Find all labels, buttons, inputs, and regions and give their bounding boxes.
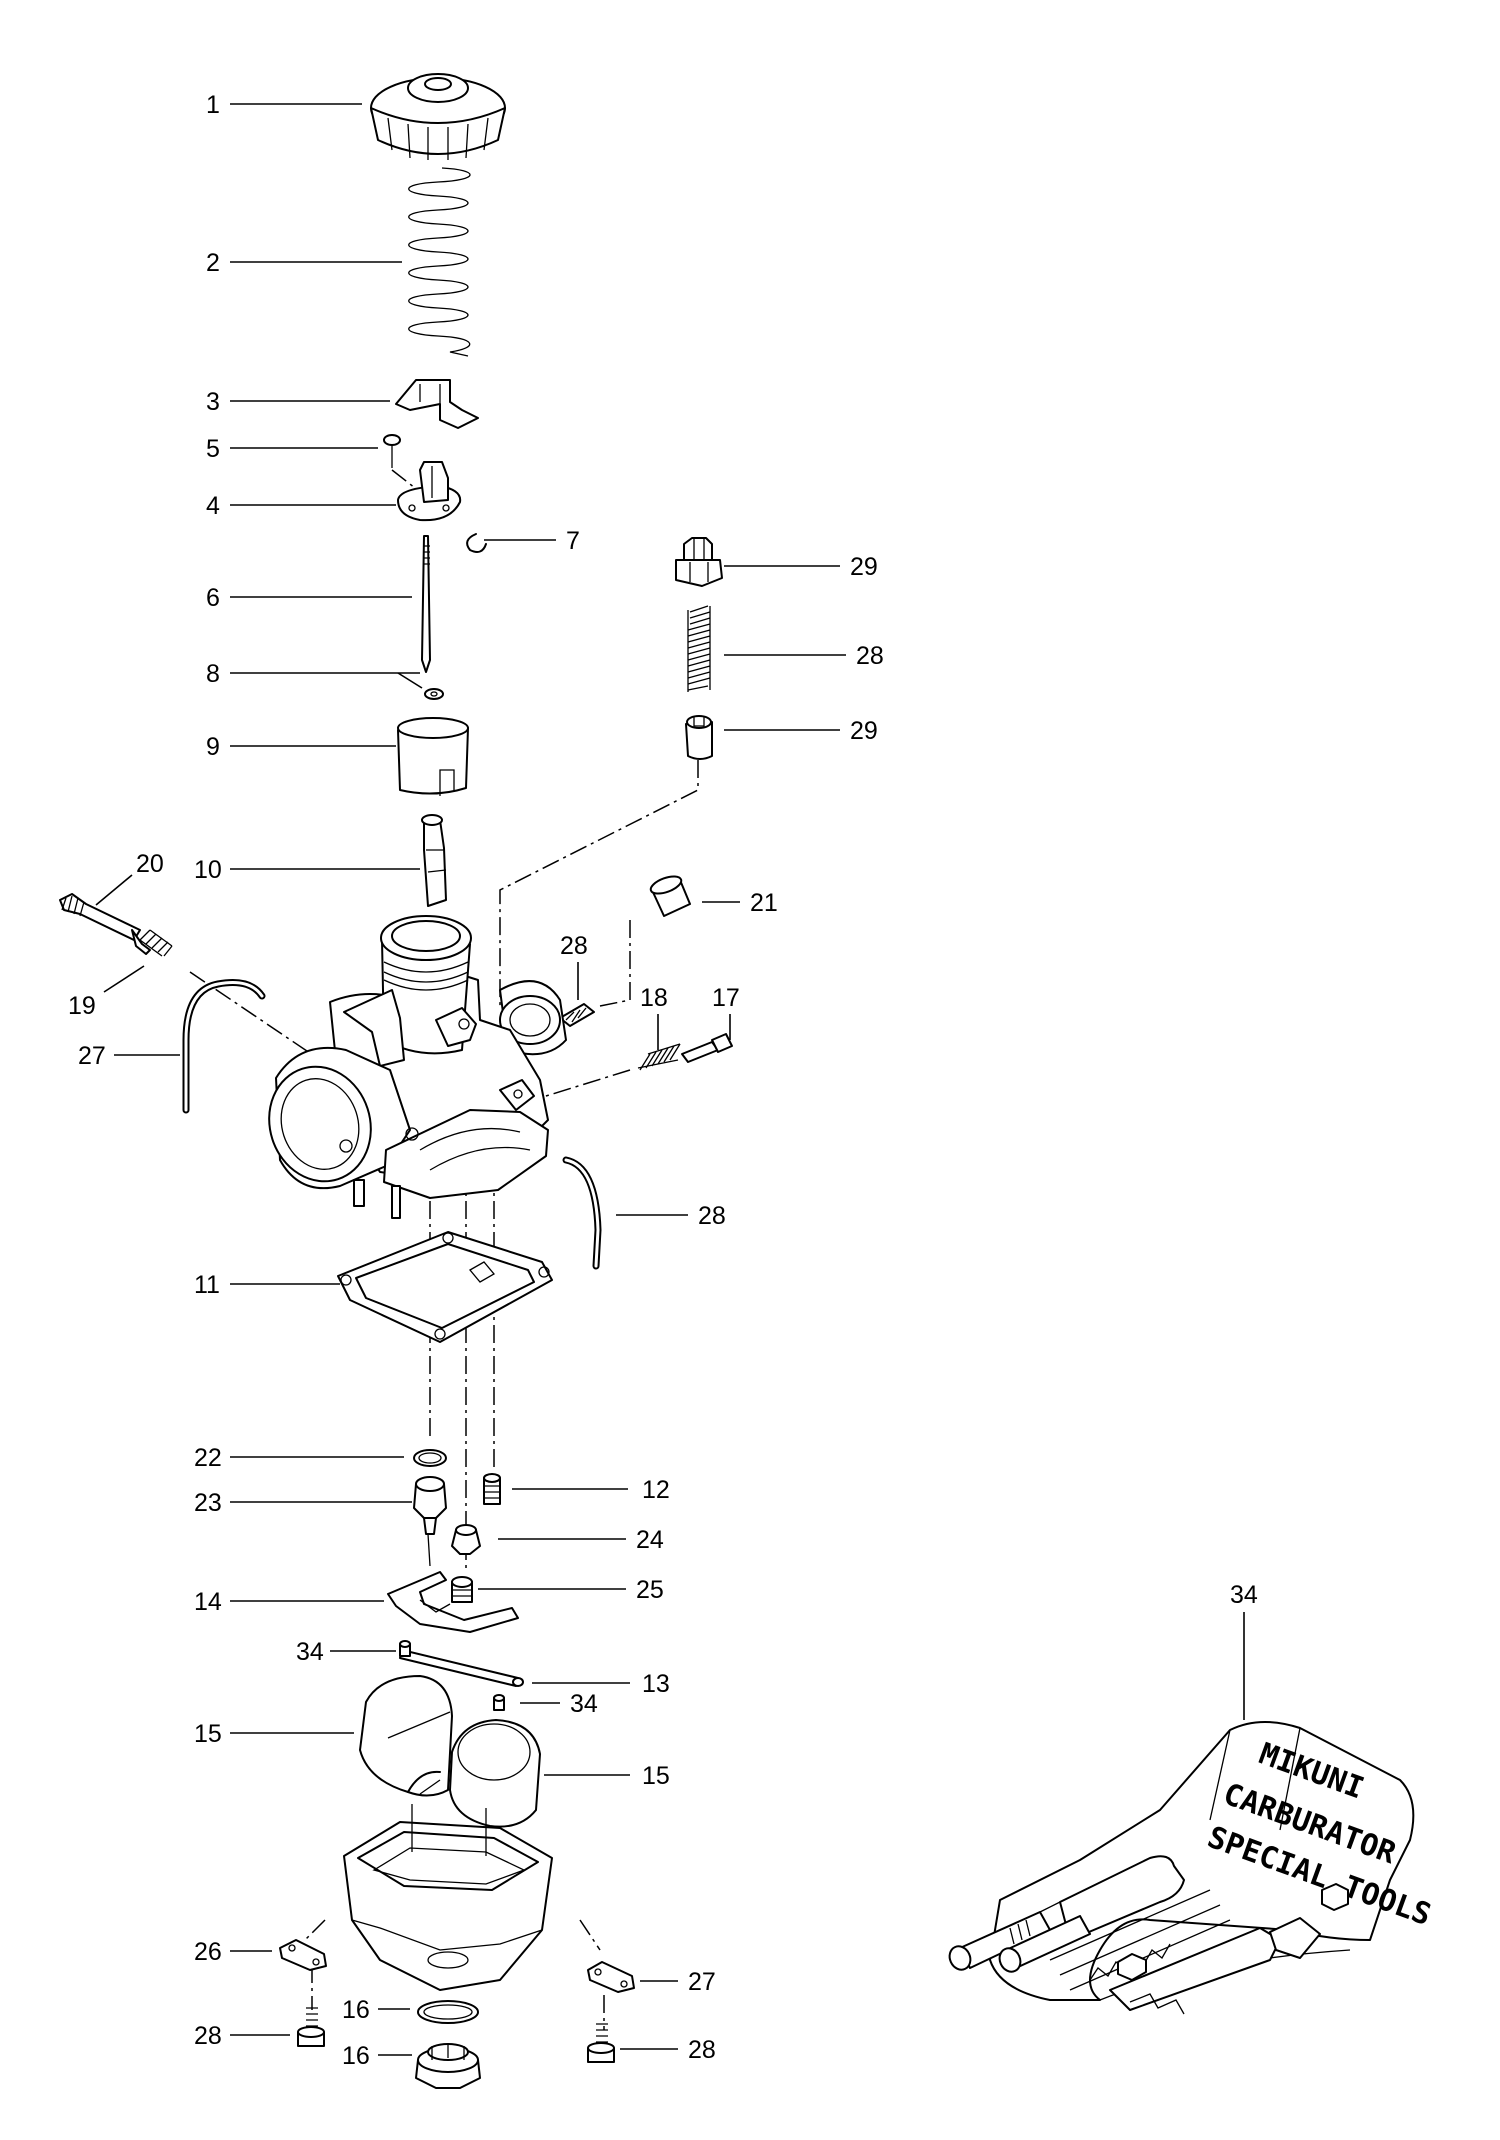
part-31-choke-spring: [687, 605, 711, 692]
callout-8: 8: [206, 660, 220, 688]
callout-5: 5: [206, 435, 220, 463]
part-9-throttle-slide: [397, 717, 469, 796]
callout-32: 29: [850, 717, 878, 745]
part-6-needle: [421, 535, 431, 673]
part-1-top-cap: [370, 73, 506, 160]
callout-17: 16: [342, 2042, 370, 2070]
part-15-float-left: [359, 1675, 453, 1797]
part-11-gasket: [337, 1231, 553, 1343]
part-8-washer: [424, 688, 444, 700]
part-27-clip-right: [587, 1961, 635, 1993]
part-5-screw: [383, 434, 401, 468]
callout-34-left: 34: [296, 1638, 324, 1666]
part-34-pin-right: [493, 1694, 505, 1711]
part-30-plug: [559, 1003, 595, 1027]
part-14-float-arm: [387, 1571, 519, 1633]
part-29-hose-left: [182, 979, 266, 1114]
part-28-screw-left: [297, 2007, 325, 2047]
callout-34-kit: 34: [1230, 1581, 1258, 1609]
callout-16: 16: [342, 1996, 370, 2024]
part-4-plate: [397, 461, 462, 522]
callout-21: 20: [136, 850, 164, 878]
part-float-bowl: [343, 1804, 553, 1991]
callout-28-left: 28: [194, 2022, 222, 2050]
part-29-hose-right: [562, 1156, 602, 1270]
callout-7: 7: [566, 527, 580, 555]
part-32-choke-plunger: [685, 715, 713, 760]
callout-12: 12: [642, 1476, 670, 1504]
callout-4: 4: [206, 492, 220, 520]
callout-26: 25: [636, 1576, 664, 1604]
callout-30: 28: [560, 932, 588, 960]
callout-27-right: 27: [688, 1968, 716, 1996]
callout-25: 24: [636, 1526, 664, 1554]
part-26-float-valve: [451, 1576, 473, 1603]
part-10-needle-holder: [421, 814, 447, 907]
callout-28-right: 28: [688, 2036, 716, 2064]
callout-15-left: 15: [194, 1720, 222, 1748]
callout-33: 29: [850, 553, 878, 581]
callout-19: 18: [640, 984, 668, 1012]
part-34-tool-kit: MIKUNI CARBURATOR SPECIAL TOOLS: [948, 1720, 1436, 2015]
callout-1: 1: [206, 91, 220, 119]
part-22-cap: [649, 875, 691, 917]
part-7-eclip: [466, 533, 487, 553]
callout-18: 17: [712, 984, 740, 1012]
part-3-clip: [395, 379, 479, 429]
callout-2: 2: [206, 249, 220, 277]
part-21-air-screw: [59, 893, 151, 955]
callout-10: 10: [194, 856, 222, 884]
callout-34-mid: 34: [570, 1690, 598, 1718]
carburetor-body: [268, 915, 567, 1219]
callout-22: 21: [750, 889, 778, 917]
part-20-air-screw-spring: [139, 929, 173, 957]
callout-13: 13: [642, 1670, 670, 1698]
part-25-main-jet: [451, 1524, 481, 1555]
part-18-idle-screw: [681, 1033, 733, 1063]
part-15-float-right: [449, 1719, 541, 1828]
callouts: 1 2 3 5 4 7 6 8 9 10 29 28: [68, 91, 1258, 2070]
part-16-oring: [417, 2000, 479, 2024]
part-2-spring: [408, 167, 471, 357]
part-33-choke-nut: [675, 537, 723, 587]
callout-24: 23: [194, 1489, 222, 1517]
callout-20: 19: [68, 992, 96, 1020]
part-23-oring: [413, 1449, 447, 1467]
callout-23: 22: [194, 1444, 222, 1472]
part-34-pin-left: [399, 1640, 411, 1657]
callout-29-left: 27: [78, 1042, 106, 1070]
callout-31: 28: [856, 642, 884, 670]
callout-9: 9: [206, 733, 220, 761]
assembly-center-lines: [189, 469, 699, 2030]
part-27-clip-left: [279, 1939, 327, 1971]
callout-11: 11: [194, 1271, 220, 1299]
part-12-pilot-jet: [483, 1473, 501, 1505]
callout-3: 3: [206, 388, 220, 416]
callout-14: 14: [194, 1588, 222, 1616]
callout-15-right: 15: [642, 1762, 670, 1790]
part-17-drain-plug: [415, 2043, 481, 2089]
callout-6: 6: [206, 584, 220, 612]
callout-27-left: 26: [194, 1938, 222, 1966]
callout-29-right: 28: [698, 1202, 726, 1230]
part-24-jet-holder: [413, 1476, 447, 1567]
part-28-screw-right: [587, 2023, 615, 2063]
part-19-idle-spring: [637, 1043, 681, 1071]
